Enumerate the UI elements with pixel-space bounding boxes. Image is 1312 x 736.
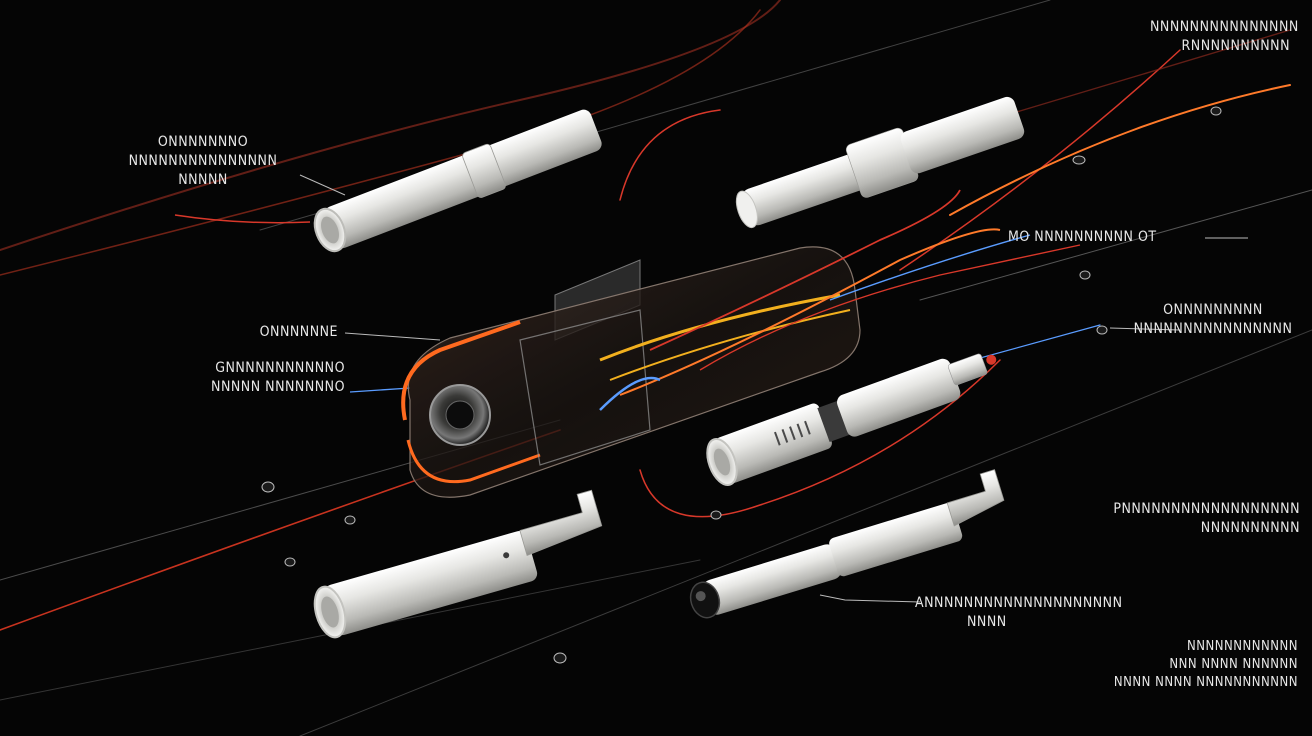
label-line: NNNNN NNNNNNNO [211,379,345,395]
housing-inner-frame [519,309,651,466]
wire-red-top-2 [0,9,761,276]
label-right-lower: PNNNNNNNNNNNNNNNNNN NNNNNNNNNN [1060,500,1300,538]
wire-red-bottom [639,359,1001,518]
label-mid-right-line: MO NNNNNNNNNN OT [1008,228,1157,247]
wire-beads [261,106,1222,664]
label-bottom-center: ANNNNNNNNNNNNNNNNNNNN NNNN [915,594,1123,632]
bead [261,481,275,493]
label-line: GNNNNNNNNNNNO [215,360,345,376]
bead [1072,155,1086,165]
label-line: ONNNNNNE [259,324,338,340]
housing-wire-yellow-2 [609,309,851,381]
housing-wire-red-2 [699,244,1081,371]
housing-body [407,246,861,498]
label-line: ONNNNNNNO [157,134,249,150]
label-line: RNNNNNNNNNN [1181,38,1290,54]
leader-housing-left-2 [349,387,411,393]
label-line: ANNNNNNNNNNNNNNNNNNNN [915,595,1123,611]
label-line: NNNNNNNNNNNNNNN [1150,19,1299,35]
leader-housing-left-1 [344,332,441,341]
label-housing-left-1: ONNNNNNE [220,323,338,342]
label-line: MO NNNNNNNNNN OT [1008,229,1157,245]
housing-wire-blue-2 [829,234,1031,301]
bead [553,652,567,664]
transparent-connector-housing-icon [401,189,1081,498]
housing-wire-red [649,189,961,351]
housing-wire-blue [599,376,661,411]
capped-crimp-contact-icon [689,469,1005,619]
label-line: NNNN NNNN NNNNNNNNNNN [1113,675,1298,690]
label-right-middle: ONNNNNNNNN NNNNNNNNNNNNNNNN [1118,301,1308,339]
label-line: NNNNNNNNNNNNNNNN [1133,321,1293,337]
label-line: NNNNNNNNNN [1200,520,1300,536]
wire-grey-bottom [299,329,1312,736]
housing-glow-edge [401,320,521,421]
wire-red-top-1 [0,0,781,251]
label-line: NNNNNNNNNNNNNNN [128,153,278,169]
leader-bottom-center [819,594,921,603]
label-bottom-right: NNNNNNNNNNNN NNN NNNN NNNNNN NNNN NNNN N… [1000,638,1298,692]
wire-red-top-right [989,29,1291,121]
bead [284,557,296,567]
bead [710,510,722,520]
housing-wire-yellow [599,293,841,362]
label-housing-left-2: GNNNNNNNNNNNO NNNNN NNNNNNNO [180,359,345,397]
bead [1210,106,1222,116]
leader-lines [174,174,1248,603]
cylindrical-sleeve-icon [313,109,602,253]
label-line: NNNN [967,614,1007,630]
bead [1096,325,1108,335]
bead [1079,270,1091,280]
wire-orange-right-1 [949,84,1291,216]
bead [344,515,356,525]
label-line: PNNNNNNNNNNNNNNNNNN [1113,501,1300,517]
wire-red-mid-1 [619,109,721,201]
label-line: ONNNNNNNNN [1163,302,1263,318]
crimp-contact-icon [313,489,603,639]
label-top-right: NNNNNNNNNNNNNNN RNNNNNNNNNN [1150,18,1299,56]
stepped-pin-icon [735,96,1025,229]
label-line: NNNNNNNNNNNN [1187,639,1298,654]
wire-grey-right-1 [919,189,1312,301]
threaded-contact-icon [706,353,997,486]
leader-right-middle [1109,327,1181,331]
label-upper-left: ONNNNNNNO NNNNNNNNNNNNNNN NNNNN [108,133,298,190]
leader-upper-left [299,174,346,196]
label-line: NNNNN [178,172,228,188]
housing-wire-orange [619,228,1001,396]
housing-glow-edge-low [406,439,541,484]
label-line: NNN NNNN NNNNNN [1169,657,1298,672]
leader-upper-left-red [174,214,311,224]
